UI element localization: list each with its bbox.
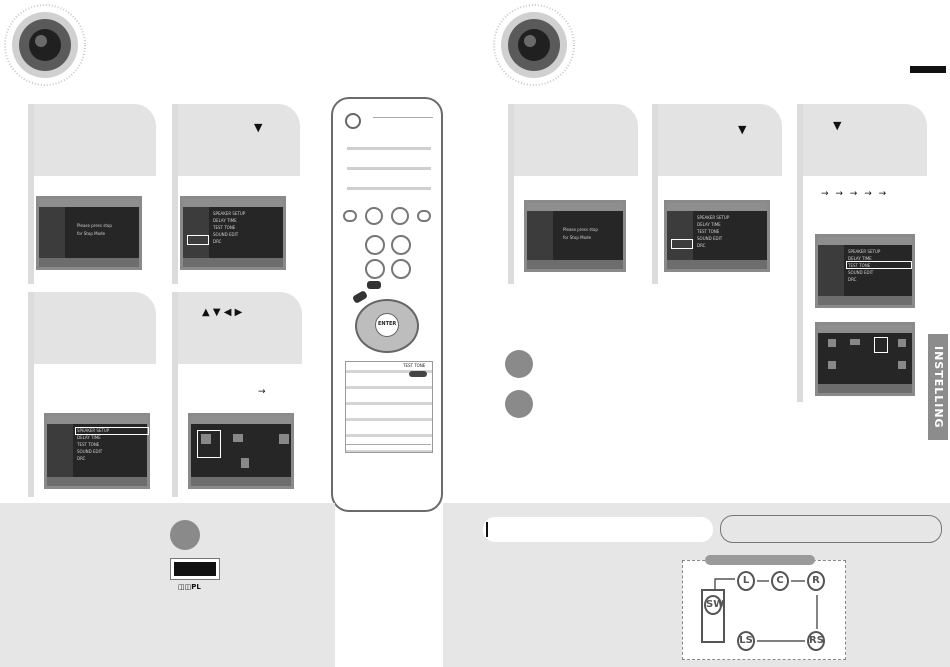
direction-arrows-icon: ▲ ▼ ◀ ▶ xyxy=(202,307,243,318)
return-button[interactable] xyxy=(351,290,369,304)
tv-screen-setup-menu-2: SPEAKER SETUP DELAY TIME TEST TONE SOUND… xyxy=(664,200,770,272)
center-speaker-icon: C xyxy=(771,571,789,591)
subwoofer-icon: SW xyxy=(704,595,724,615)
rear-left-speaker-icon: LS xyxy=(737,631,755,651)
info-pill-dark xyxy=(483,517,713,542)
tv-screen-speaker-setup-selected: SPEAKER SETUP DELAY TIME TEST TONE SOUND… xyxy=(44,413,150,489)
rewind-button[interactable] xyxy=(343,210,357,222)
step-card-right-3: ▼ → → → → → SPEAKER SETUP DELAY TIME TES… xyxy=(797,104,927,402)
order-arrows xyxy=(714,578,818,642)
bottom-band-left xyxy=(0,503,335,667)
right-arrow-icon: → xyxy=(258,387,266,397)
tv-screen-setup-menu: SPEAKER SETUP DELAY TIME TEST TONE SOUND… xyxy=(180,196,286,270)
step-card-1: Please press stop for Stop Mode xyxy=(28,104,156,284)
speaker-emblem-left xyxy=(4,4,86,86)
tuning-down-button[interactable] xyxy=(365,259,385,279)
right-speaker-icon: R xyxy=(807,571,825,591)
info-pill-outline xyxy=(720,515,942,543)
speaker-emblem-right xyxy=(493,4,575,86)
play-pause-button[interactable] xyxy=(391,207,409,225)
enter-button[interactable] xyxy=(375,313,399,337)
forward-button[interactable] xyxy=(417,210,431,222)
remote-control: ENTER TEST TONE xyxy=(331,97,443,512)
dolby-pl-logo: ◫◫PL xyxy=(178,583,201,591)
step-card-3: SPEAKER SETUP DELAY TIME TEST TONE SOUND… xyxy=(28,292,156,497)
tv-screen-test-tone-layout xyxy=(815,322,915,396)
down-arrow-icon: ▼ xyxy=(738,123,747,136)
rear-right-speaker-icon: RS xyxy=(807,631,825,651)
stop-button[interactable] xyxy=(365,207,383,225)
page-marker-bar xyxy=(910,66,946,73)
volume-up-button[interactable] xyxy=(391,235,411,255)
tv-screen-stop-message-2: Please press stop for Stop Mode xyxy=(524,200,626,272)
power-button[interactable] xyxy=(345,113,361,129)
step-card-4: ▲ ▼ ◀ ▶ → xyxy=(172,292,302,497)
enter-label: ENTER xyxy=(378,321,397,327)
display-panel xyxy=(170,558,220,580)
left-speaker-icon: L xyxy=(737,571,755,591)
step-number-circle xyxy=(170,520,200,550)
step-card-2: ▼ SPEAKER SETUP DELAY TIME TEST TONE SOU… xyxy=(172,104,300,284)
step-number-circle xyxy=(505,350,533,378)
step-number-circle xyxy=(505,390,533,418)
test-tone-label: TEST TONE xyxy=(403,363,426,368)
section-tab: INSTELLING xyxy=(928,334,948,440)
speaker-order-diagram: SW L C R LS RS xyxy=(682,555,846,660)
tuning-up-button[interactable] xyxy=(365,235,385,255)
menu-button[interactable] xyxy=(367,281,381,289)
sequence-arrows: → → → → → xyxy=(821,189,889,199)
down-arrow-icon: ▼ xyxy=(833,119,842,132)
tv-screen-stop-message: Please press stop for Stop Mode xyxy=(36,196,142,270)
down-arrow-icon: ▼ xyxy=(254,121,263,134)
step-card-right-2: ▼ SPEAKER SETUP DELAY TIME TEST TONE SOU… xyxy=(652,104,782,284)
tv-screen-test-tone-selected: SPEAKER SETUP DELAY TIME TEST TONE SOUND… xyxy=(815,234,915,308)
volume-down-button[interactable] xyxy=(391,259,411,279)
tv-screen-speaker-layout xyxy=(188,413,294,489)
test-tone-button[interactable] xyxy=(409,371,427,377)
step-card-right-1: Please press stop for Stop Mode xyxy=(508,104,638,284)
